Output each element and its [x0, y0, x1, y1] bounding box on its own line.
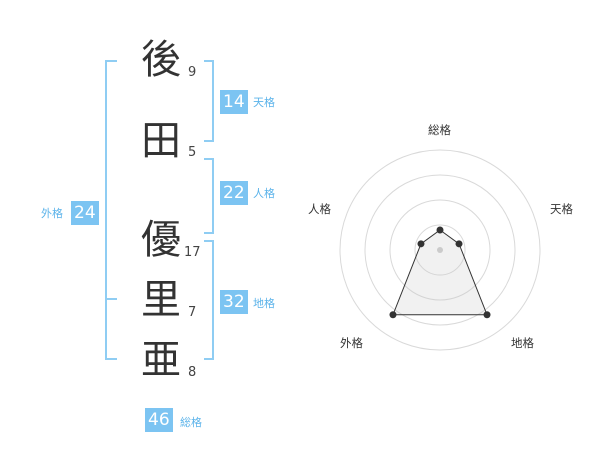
radar-label-jinkaku: 人格 [308, 202, 331, 216]
jinkaku-label: 人格 [253, 187, 275, 200]
name-char-2: 田 [141, 118, 181, 164]
chikaku-bracket [204, 240, 214, 360]
tenkaku-bracket [204, 60, 214, 142]
stroke-count-3: 17 [184, 245, 201, 260]
radar-series-shape [392, 229, 488, 316]
radar-grid-ring [389, 199, 491, 301]
radar-point-1 [436, 226, 444, 234]
soukaku-value: 46 [145, 408, 173, 432]
radar-label-chikaku: 地格 [511, 336, 534, 350]
gaikaku-value: 24 [71, 201, 99, 225]
name-char-1: 後 [141, 37, 181, 83]
radar-label-tenkaku: 天格 [550, 202, 573, 216]
chikaku-value: 32 [220, 290, 248, 314]
tenkaku-value: 14 [220, 90, 248, 114]
jinkaku-bracket [204, 158, 214, 234]
stroke-count-5: 8 [188, 365, 197, 380]
jinkaku-value: 22 [220, 181, 248, 205]
soukaku-label: 総格 [180, 416, 202, 429]
stroke-count-2: 5 [188, 145, 197, 160]
radar-grid-ring [339, 149, 541, 351]
radar-point-3 [483, 311, 491, 319]
name-char-5: 亜 [141, 337, 181, 383]
stroke-count-4: 7 [188, 305, 197, 320]
radar-point-2 [455, 240, 463, 248]
radar-grid-ring [364, 174, 516, 326]
radar-grid-ring [414, 224, 466, 276]
radar-center [437, 247, 443, 253]
gaikaku-label: 外格 [41, 207, 63, 220]
radar-point-5 [417, 240, 425, 248]
name-char-4: 里 [141, 277, 181, 323]
chikaku-label: 地格 [253, 297, 275, 310]
stroke-count-1: 9 [188, 65, 197, 80]
radar-label-gaikaku: 外格 [340, 336, 363, 350]
tenkaku-label: 天格 [253, 96, 275, 109]
radar-point-4 [389, 311, 397, 319]
outer-gaikaku-bracket [105, 60, 117, 360]
name-char-3: 優 [141, 217, 181, 263]
radar-label-soukaku: 総格 [428, 123, 451, 137]
outer-bracket-tick [105, 298, 117, 300]
